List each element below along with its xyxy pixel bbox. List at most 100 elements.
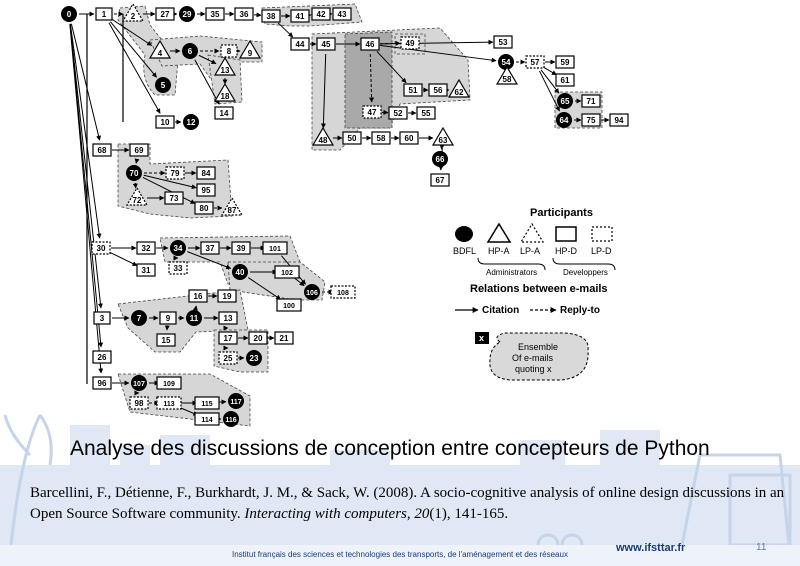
node-label: 95: [202, 186, 211, 195]
node-label: 11: [190, 314, 199, 323]
citation-edge: [539, 70, 560, 112]
node-label: 39: [237, 244, 246, 253]
node-label: 69: [135, 146, 144, 155]
node-label: 21: [280, 334, 289, 343]
node-label: 66: [436, 155, 445, 164]
node-101-box: 101: [262, 241, 288, 255]
citation-edge: [110, 21, 157, 78]
node-53-box: 53: [493, 35, 513, 49]
node-109-box: 109: [156, 376, 182, 390]
lp-d-node-shape: [362, 105, 382, 119]
hp-d-node-shape: [164, 191, 184, 205]
developpers-brace: [552, 257, 616, 271]
node-label: 15: [162, 336, 171, 345]
hp-d-node-shape: [196, 183, 216, 197]
node-label: 50: [348, 134, 357, 143]
node-100-box: 100: [276, 298, 302, 312]
lp-d-node-shape: [156, 396, 182, 410]
legend-administrators: Administrators: [486, 268, 537, 277]
node-label: 71: [587, 97, 596, 106]
hp-d-node-shape: [371, 131, 391, 145]
node-label: 80: [200, 204, 209, 213]
node-label: 59: [561, 58, 570, 67]
node-label: 9: [166, 314, 171, 323]
node-label: 113: [163, 401, 174, 408]
hp-d-node-shape: [342, 131, 362, 145]
hp-d-node-shape: [276, 298, 302, 312]
node-label: 43: [338, 10, 347, 19]
node-67-box: 67: [430, 173, 450, 187]
node-label: 100: [283, 303, 295, 310]
hp-d-node-shape: [231, 241, 251, 255]
hp-d-node-shape: [136, 263, 156, 277]
node-70-circle: 70: [126, 165, 142, 181]
node-label: 6: [188, 47, 193, 56]
node-54-circle: 54: [498, 54, 514, 70]
lp-d-node-shape: [168, 261, 188, 275]
node-label: 40: [236, 268, 245, 277]
footer-url[interactable]: www.ifsttar.fr: [616, 542, 686, 554]
node-2-tri-dashed: 2: [121, 2, 145, 22]
node-label: 117: [230, 399, 241, 406]
node-45-box: 45: [316, 37, 336, 51]
hp-d-node-shape: [194, 396, 220, 410]
node-115-box: 115: [194, 396, 220, 410]
node-23-circle: 23: [246, 350, 262, 366]
node-60-box: 60: [399, 131, 419, 145]
bdfl-node-shape: [186, 310, 202, 326]
node-label: 101: [269, 246, 281, 253]
bdfl-node-shape: [131, 310, 147, 326]
node-48-tri: 48: [311, 126, 335, 146]
node-label: 42: [317, 10, 326, 19]
hp-a-node-shape: [495, 65, 519, 85]
node-8-box-dashed: 8: [220, 44, 238, 58]
hp-d-node-shape: [332, 7, 352, 21]
node-label: 107: [133, 381, 145, 388]
hp-d-node-shape: [360, 37, 380, 51]
node-47-box-dashed: 47: [362, 105, 382, 119]
citation-edge: [379, 44, 497, 63]
node-42-box: 42: [311, 7, 331, 21]
bdfl-node-shape: [182, 43, 198, 59]
node-25-box-dashed: 25: [218, 351, 238, 365]
citation-edge: [112, 19, 153, 46]
hp-d-node-shape: [290, 37, 310, 51]
footer-institute: Institut français des sciences et techno…: [232, 550, 568, 559]
bdfl-node-shape: [228, 393, 244, 409]
hp-a-node-shape: [148, 39, 172, 59]
node-label: 25: [224, 354, 233, 363]
legend-reply-to: Reply-to: [560, 305, 600, 316]
bdfl-node-shape: [183, 114, 199, 130]
node-label: 0: [67, 10, 72, 19]
node-label: 109: [163, 381, 175, 388]
node-label: 44: [296, 40, 305, 49]
node-0-circle: 0: [61, 6, 77, 22]
node-66-circle: 66: [432, 151, 448, 167]
node-44-box: 44: [290, 37, 310, 51]
node-label: 68: [98, 146, 107, 155]
hp-d-node-shape: [248, 331, 268, 345]
hp-d-node-shape: [129, 143, 149, 157]
citation-edge: [248, 277, 282, 300]
node-label: 17: [224, 334, 233, 343]
hp-d-node-shape: [200, 241, 220, 255]
node-label: 60: [405, 134, 414, 143]
hp-d-node-shape: [262, 241, 288, 255]
lp-d-node-shape: [330, 285, 356, 299]
citation-edge: [143, 174, 197, 190]
city-background: [0, 414, 800, 566]
node-17-box: 17: [218, 331, 238, 345]
node-80-box: 80: [194, 201, 214, 215]
reply-to-edge: [132, 182, 138, 189]
hp-d-node-shape: [388, 106, 408, 120]
node-label: 94: [615, 116, 624, 125]
citation-edge: [379, 39, 494, 45]
hp-d-node-shape: [234, 7, 254, 21]
node-label: 53: [499, 38, 508, 47]
lp-a-node-shape: [125, 186, 149, 206]
node-label: 46: [366, 40, 375, 49]
node-58-tri: 58: [495, 65, 519, 85]
node-label: 75: [587, 116, 596, 125]
node-label: 67: [436, 176, 445, 185]
